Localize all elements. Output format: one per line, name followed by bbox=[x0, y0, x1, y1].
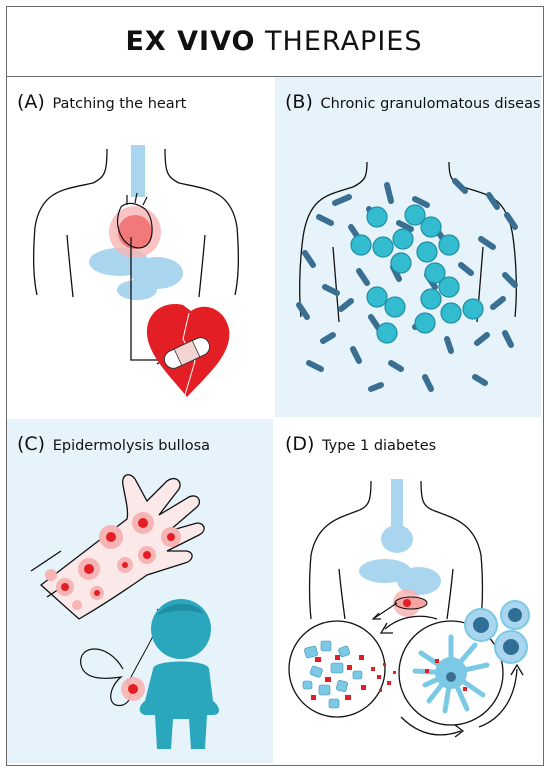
panel-d-illustration bbox=[288, 479, 530, 738]
panel-b-chronic-granulomatous: (B) Chronic granulomatous disease bbox=[275, 77, 541, 417]
figure-header: EX VIVO THERAPIES bbox=[6, 6, 542, 77]
panel-a-patching-heart: (A) Patching the heart bbox=[7, 77, 273, 417]
panel-b-label: (B) Chronic granulomatous disease bbox=[285, 91, 541, 113]
panel-d-label: (D) Type 1 diabetes bbox=[285, 433, 437, 455]
panel-d-type1-diabetes: (D) Type 1 diabetes bbox=[275, 419, 541, 763]
figure-title: EX VIVO THERAPIES bbox=[125, 25, 423, 57]
panel-a-label: (A) Patching the heart bbox=[17, 91, 187, 113]
panel-a-illustration bbox=[33, 145, 239, 397]
panel-c-epidermolysis-bullosa: (C) Epidermolysis bullosa bbox=[7, 419, 273, 763]
panel-b-illustration bbox=[296, 161, 518, 392]
panel-c-illustration bbox=[30, 474, 219, 749]
panel-c-label: (C) Epidermolysis bullosa bbox=[17, 433, 211, 455]
